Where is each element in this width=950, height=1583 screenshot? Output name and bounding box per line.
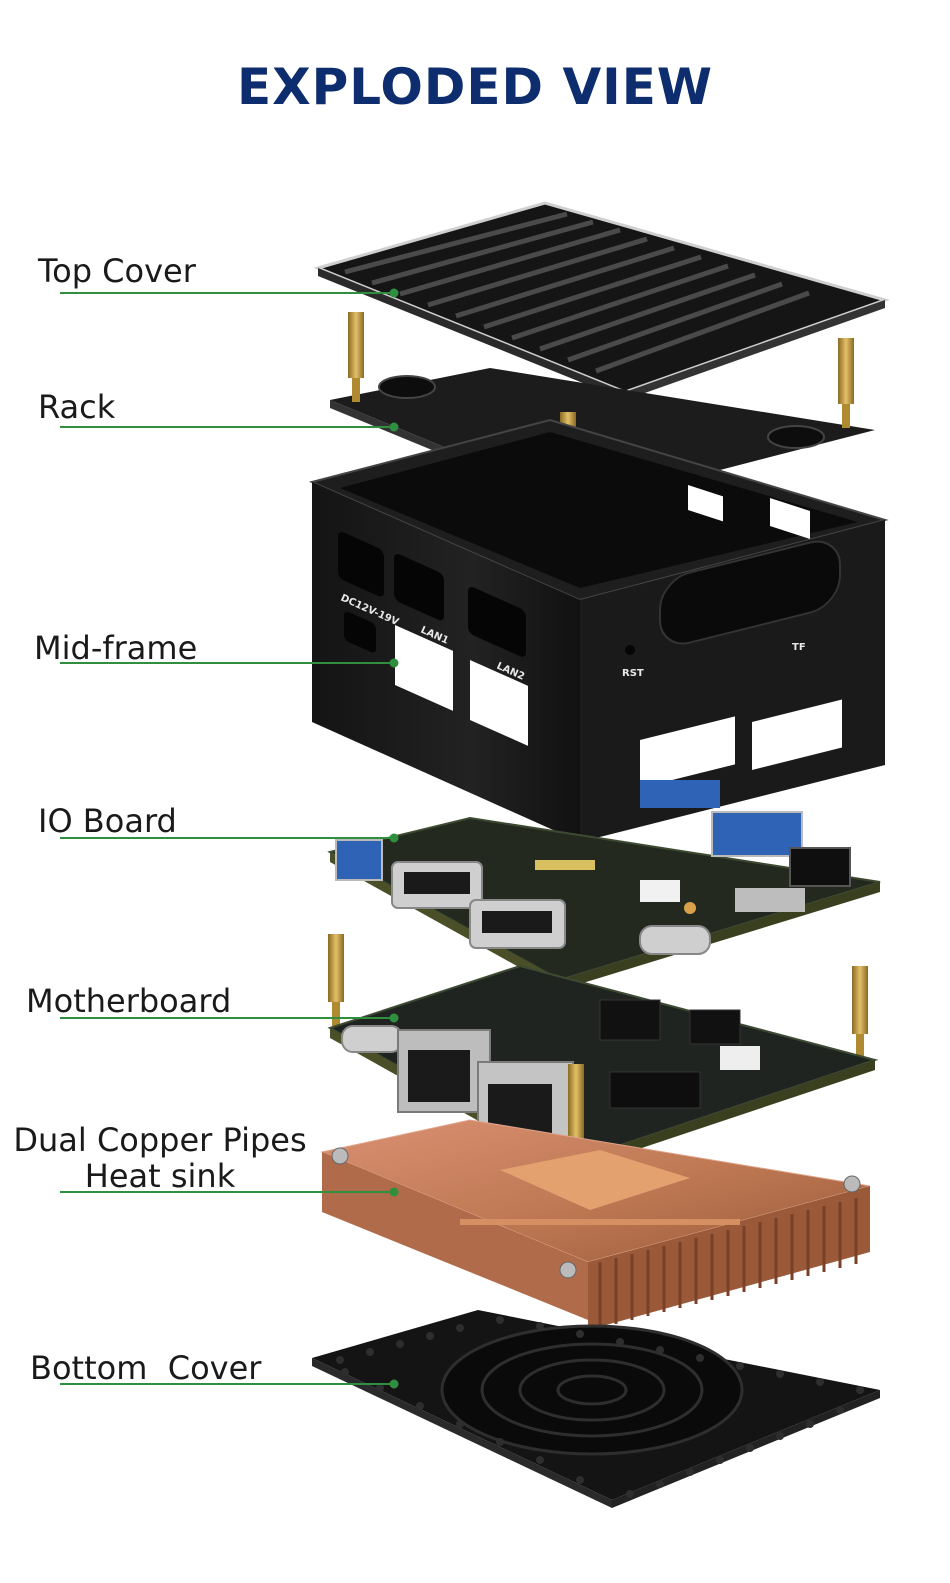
fan-vent [440, 1324, 744, 1456]
label-motherboard: Motherboard [26, 982, 232, 1020]
page-title: EXPLODED VIEW [236, 58, 714, 116]
label-heat-sink-line2: Heat sink [84, 1157, 236, 1195]
vent-holes [336, 1316, 864, 1498]
rst-marking: RST [622, 668, 644, 679]
mid-frame-part: DC12V-19V LAN1 LAN2 RST TF [308, 418, 889, 842]
heat-sink-fins [598, 1198, 858, 1328]
io-board-part [327, 780, 881, 990]
label-mid-frame: Mid-frame [34, 629, 198, 667]
leader-lines [60, 288, 399, 1389]
label-heat-sink-line1: Dual Copper Pipes [13, 1121, 307, 1159]
top-cover-fins [344, 211, 810, 374]
label-top-cover: Top Cover [38, 252, 196, 290]
heat-sink-part [320, 1119, 871, 1330]
label-bottom-cover: Bottom Cover [30, 1349, 262, 1387]
label-heat-sink: Dual Copper Pipes Heat sink [12, 1122, 308, 1194]
tf-marking: TF [792, 642, 806, 653]
top-cover-part [313, 201, 890, 400]
bottom-cover-part [312, 1310, 880, 1508]
label-io-board: IO Board [38, 802, 177, 840]
label-rack: Rack [38, 388, 116, 426]
